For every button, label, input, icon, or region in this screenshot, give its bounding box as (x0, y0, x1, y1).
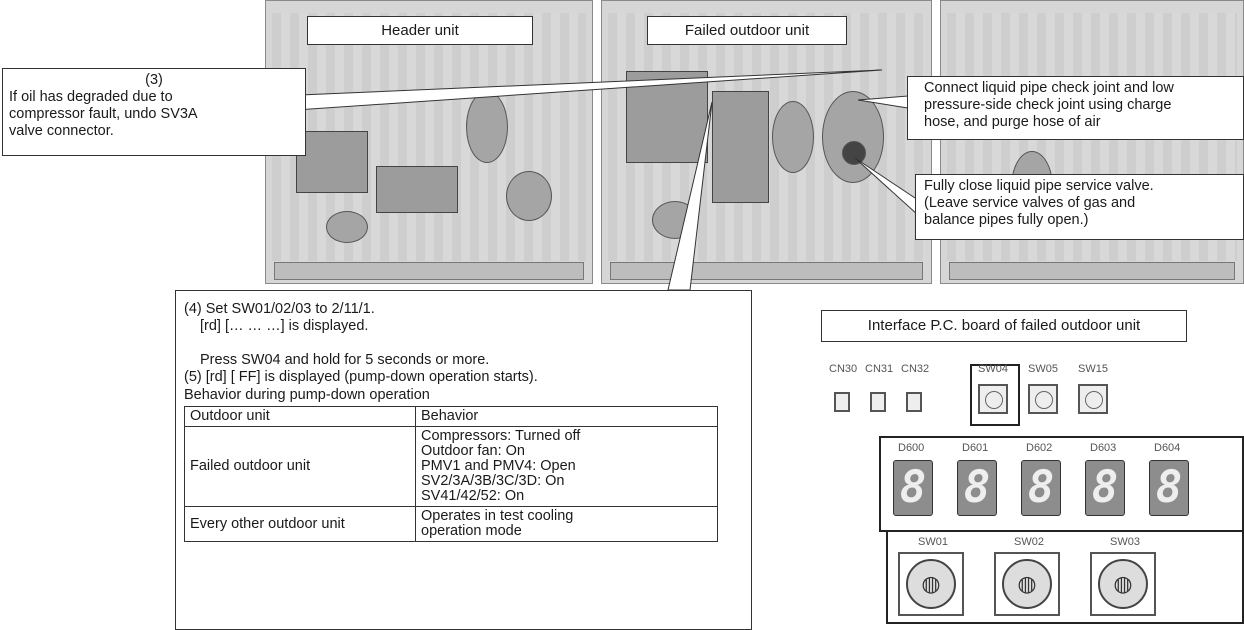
connector-cn30 (834, 392, 850, 412)
sw05-label: SW05 (1028, 363, 1058, 375)
rotary-label: SW02 (1014, 536, 1044, 548)
callout-close-line: balance pipes fully open.) (924, 212, 1237, 229)
cn31-label: CN31 (865, 363, 893, 375)
table-caption: Behavior during pump-down operation (184, 387, 743, 404)
callout-step-3-line: valve connector. (9, 123, 299, 140)
step-5-text: (5) [rd] [ FF] is displayed (pump-down o… (184, 369, 743, 386)
rotary-switch-sw01[interactable]: ◍ (906, 559, 956, 609)
behavior-line: operation mode (421, 524, 712, 539)
seven-seg-d603: 8 (1085, 460, 1125, 516)
callout-close-line: (Leave service valves of gas and (924, 195, 1237, 212)
callout-close-line: Fully close liquid pipe service valve. (924, 178, 1237, 195)
callout-step-3-line: compressor fault, undo SV3A (9, 106, 299, 123)
cn30-label: CN30 (829, 363, 857, 375)
seven-seg-d602: 8 (1021, 460, 1061, 516)
rotary-switch-sw03[interactable]: ◍ (1098, 559, 1148, 609)
callout-connect-line: Connect liquid pipe check joint and low (924, 80, 1237, 97)
table-cell-unit: Failed outdoor unit (185, 427, 416, 507)
table-header-cell: Outdoor unit (185, 407, 416, 427)
push-switch-sw15[interactable] (1078, 384, 1108, 414)
callout-connect-line: pressure-side check joint using charge (924, 97, 1237, 114)
connector-cn32 (906, 392, 922, 412)
table-header-cell: Behavior (416, 407, 718, 427)
display-label: D603 (1090, 442, 1116, 454)
connector-cn31 (870, 392, 886, 412)
instructions-box: (4) Set SW01/02/03 to 2/11/1. [rd] [… … … (175, 290, 752, 630)
display-group (879, 436, 1244, 532)
behavior-line: Outdoor fan: On (421, 444, 712, 459)
rotary-switch-sw02[interactable]: ◍ (1002, 559, 1052, 609)
callout-step-3-line: If oil has degraded due to (9, 89, 299, 106)
callout-close-service-valve: Fully close liquid pipe service valve. (… (915, 174, 1244, 240)
table-cell-behavior: Compressors: Turned off Outdoor fan: On … (416, 427, 718, 507)
display-label: D601 (962, 442, 988, 454)
behavior-table: Outdoor unit Behavior Failed outdoor uni… (184, 406, 718, 542)
behavior-line: SV2/3A/3B/3C/3D: On (421, 474, 712, 489)
behavior-line: Operates in test cooling (421, 509, 712, 524)
step-4-text: (4) Set SW01/02/03 to 2/11/1. (184, 301, 743, 318)
behavior-line: PMV1 and PMV4: Open (421, 459, 712, 474)
table-header-row: Outdoor unit Behavior (185, 407, 718, 427)
table-row: Every other outdoor unit Operates in tes… (185, 507, 718, 542)
display-label: D604 (1154, 442, 1180, 454)
callout-connect-check-joint: Connect liquid pipe check joint and low … (907, 76, 1244, 140)
callout-step-3: (3) If oil has degraded due to compresso… (2, 68, 306, 156)
display-label: D602 (1026, 442, 1052, 454)
table-cell-behavior: Operates in test cooling operation mode (416, 507, 718, 542)
board-title: Interface P.C. board of failed outdoor u… (821, 310, 1187, 342)
display-label: D600 (898, 442, 924, 454)
table-row: Failed outdoor unit Compressors: Turned … (185, 427, 718, 507)
rotary-label: SW01 (918, 536, 948, 548)
seven-seg-d601: 8 (957, 460, 997, 516)
rotary-label: SW03 (1110, 536, 1140, 548)
seven-seg-d604: 8 (1149, 460, 1189, 516)
callout-step-3-number: (3) (9, 72, 299, 89)
callout-connect-line: hose, and purge hose of air (924, 114, 1237, 131)
cn32-label: CN32 (901, 363, 929, 375)
push-switch-sw05[interactable] (1028, 384, 1058, 414)
sw15-label: SW15 (1078, 363, 1108, 375)
table-cell-unit: Every other outdoor unit (185, 507, 416, 542)
step-4-press-text: Press SW04 and hold for 5 seconds or mor… (184, 352, 743, 369)
behavior-line: Compressors: Turned off (421, 429, 712, 444)
push-switch-sw04[interactable] (978, 384, 1008, 414)
step-4-display-text: [rd] [… … …] is displayed. (184, 318, 743, 335)
sw04-label: SW04 (978, 363, 1008, 375)
behavior-line: SV41/42/52: On (421, 489, 712, 504)
seven-seg-d600: 8 (893, 460, 933, 516)
